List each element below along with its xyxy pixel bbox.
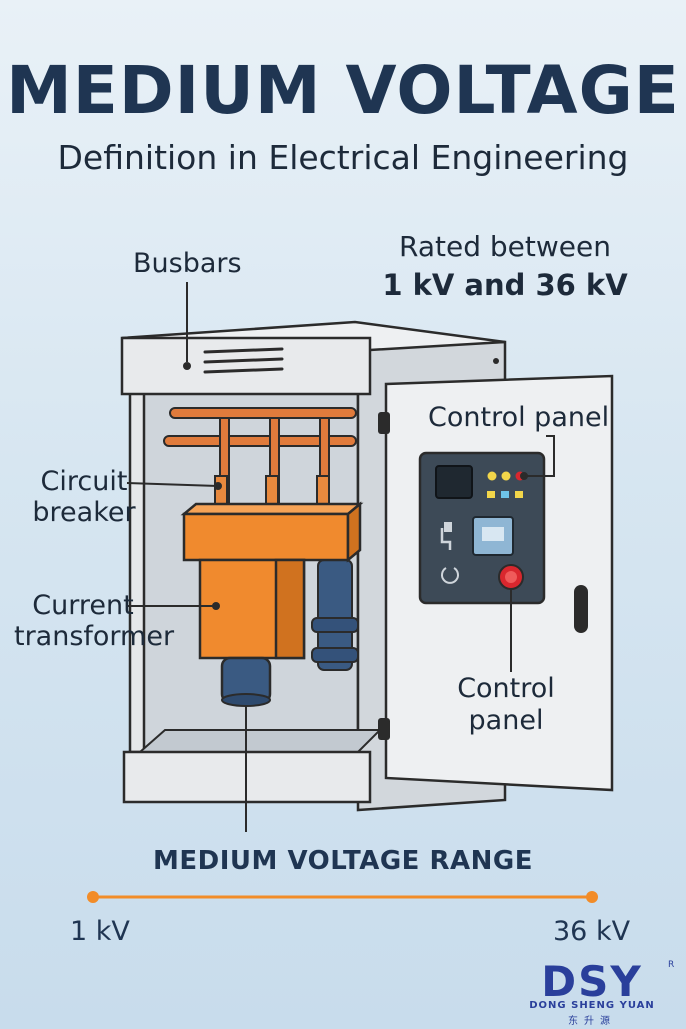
label-circuit-breaker-2: breaker: [32, 497, 136, 528]
door-handle-icon: [574, 585, 588, 633]
voltage-range-bar: [87, 891, 598, 903]
cabinet-door: [378, 374, 614, 792]
label-rated-range: 1 kV and 36 kV: [382, 268, 628, 302]
circuit-breaker: [180, 501, 364, 563]
hinge-icon: [378, 412, 390, 434]
control-panel: [418, 451, 546, 605]
logo-company-name: DONG SHENG YUAN: [529, 1000, 655, 1011]
label-control-panel-top: Control panel: [428, 402, 610, 433]
range-max-label: 36 kV: [553, 916, 631, 947]
label-current-transformer-2: transformer: [14, 621, 175, 652]
range-title: MEDIUM VOLTAGE RANGE: [153, 846, 533, 876]
display-screen: [435, 465, 473, 499]
logo-mark: DSY: [541, 957, 643, 1006]
page-title: MEDIUM VOLTAGE: [6, 52, 680, 129]
logo-chinese-name: 东升源: [568, 1016, 616, 1027]
indicator-light-icon: [487, 471, 497, 481]
label-rated-between: Rated between: [399, 230, 611, 263]
label-control-panel-bottom-2: panel: [468, 705, 544, 736]
hinge-icon: [378, 718, 390, 740]
leader-lines: [126, 282, 555, 832]
label-current-transformer-1: Current: [32, 590, 134, 621]
current-transformer: [198, 558, 306, 707]
range-max-marker: [586, 891, 598, 903]
registered-mark: R: [668, 960, 675, 970]
screw-icon: [183, 362, 191, 370]
page-subtitle: Definition in Electrical Engineering: [57, 138, 629, 177]
vent-grille: [203, 347, 284, 374]
label-control-panel-bottom-1: Control: [457, 673, 555, 704]
insulator-rear: [311, 559, 359, 671]
range-min-label: 1 kV: [70, 916, 130, 947]
indicator-light-icon: [501, 471, 511, 481]
label-circuit-breaker-1: Circuit: [40, 466, 128, 497]
company-logo: DSY DONG SHENG YUAN 东升源 R: [522, 957, 675, 1028]
label-busbars: Busbars: [133, 248, 242, 279]
range-min-marker: [87, 891, 99, 903]
